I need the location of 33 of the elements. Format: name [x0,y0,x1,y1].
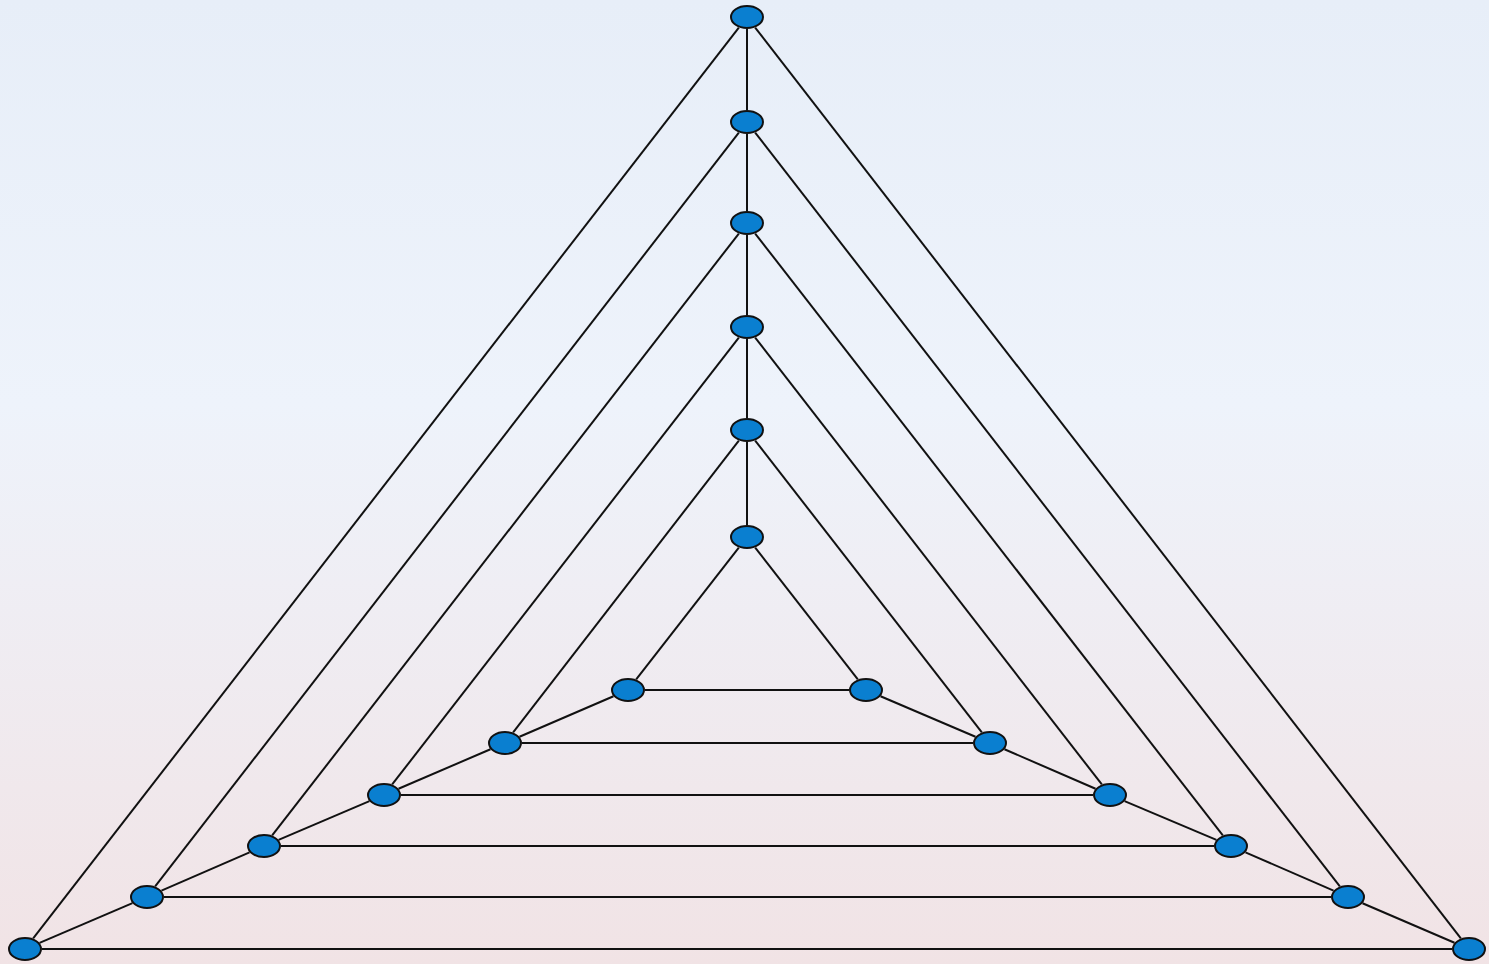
graph-edge [391,336,740,786]
graph-edge [271,232,740,837]
graph-edge [400,794,1094,796]
graph-edge [754,131,1341,888]
graph-edge [754,26,1462,940]
graph-edge [154,131,740,888]
graph-edge [512,439,740,734]
graph-edge [746,234,748,316]
graph-edge [160,851,251,892]
graph-edge [754,439,983,734]
graph-edge [754,546,859,681]
graph-edge [163,896,1332,898]
graph-edge [521,742,974,744]
graph-edge [746,133,748,212]
graph-edge [280,845,1215,847]
graph-edge [38,902,134,944]
graph-edge [635,546,740,681]
graph-edge [644,689,850,691]
graph-edge [32,26,740,940]
graph-edge [1003,748,1097,790]
graph-edge [746,28,748,111]
graph-edge [1244,851,1335,892]
graph-edge [1123,800,1218,841]
graph-edge [277,800,371,841]
graph-edge [879,695,977,738]
graph-edge [746,441,748,526]
graph-edge [397,748,492,790]
graph-edge [518,695,615,738]
graph-edge [1361,902,1456,944]
graph-edge [754,336,1103,786]
graph-edge [41,948,1453,950]
graph-edge [754,232,1224,837]
graph-edge [746,338,748,419]
